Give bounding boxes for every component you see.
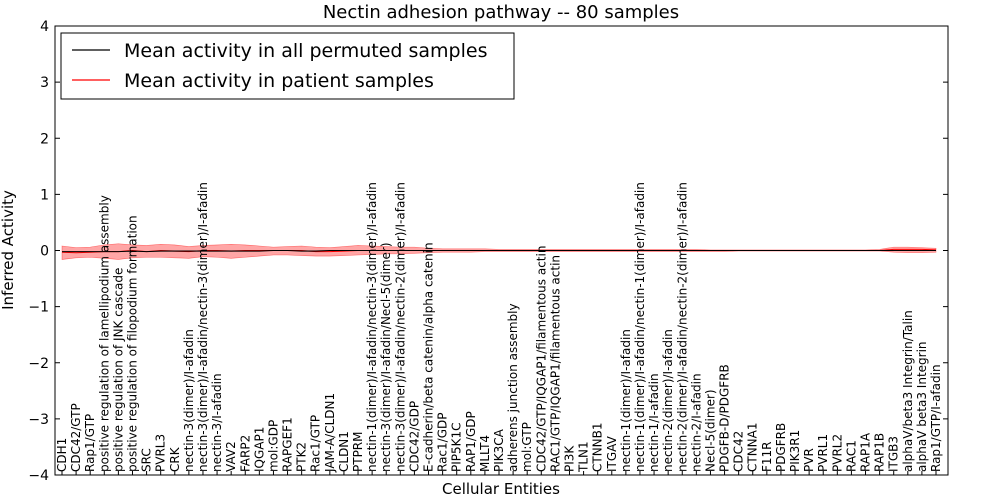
- y-tick-label: 3: [40, 75, 49, 91]
- entity-label: RAP1B: [873, 433, 887, 472]
- entity-label: PTPRM: [351, 432, 365, 473]
- patient-activity-band: [61, 243, 937, 260]
- entity-label: TLN1: [577, 441, 591, 473]
- entity-label: nectin-1/I-afadin: [647, 373, 661, 472]
- y-tick-label: 4: [40, 19, 49, 35]
- entity-label: alphaV/beta3 Integrin/Talin: [901, 310, 915, 472]
- y-tick-label: −4: [28, 468, 49, 484]
- entity-label: SRC: [140, 448, 154, 472]
- entity-label: PVRL1: [816, 434, 830, 472]
- entity-label: CDC42/GDP: [407, 401, 421, 472]
- chart-title: Nectin adhesion pathway -- 80 samples: [323, 2, 679, 23]
- entity-label: positive regulation of filopodium format…: [125, 215, 139, 472]
- entity-label: nectin-1(dimer)/I-afadin/nectin-1(dimer)…: [633, 182, 647, 472]
- line-layer: [61, 248, 937, 254]
- entity-label: E-cadherin/beta catenin/alpha catenin: [422, 242, 436, 472]
- entity-label: nectin-3(dimer)/I-afadin: [182, 329, 196, 472]
- y-axis: 4 3 2 1 0 −1 −2 −3 −4: [28, 19, 948, 484]
- entity-label: CDC42/GTP/IQGAP1/filamentous actin: [534, 246, 548, 472]
- entity-label: Rac1/GTP: [309, 415, 323, 472]
- entity-label: RAC1: [844, 440, 858, 472]
- entity-label: JAM-A/CLDN1: [323, 393, 337, 473]
- entity-label: ITGB3: [887, 436, 901, 472]
- entity-label: positive regulation of JNK cascade: [111, 268, 125, 472]
- entity-label: RAC1/GTP/IQGAP1/filamentous actin: [548, 255, 562, 472]
- entity-label: CTNNA1: [746, 422, 760, 472]
- entity-label: FARP2: [238, 435, 252, 472]
- y-tick-label: 2: [40, 131, 49, 147]
- entity-label: nectin-3(dimer)/I-afadin/nectin-2(dimer)…: [393, 182, 407, 472]
- entity-label: PTK2: [295, 442, 309, 472]
- entity-label: CRK: [168, 446, 182, 472]
- entity-label: CTNNB1: [591, 422, 605, 472]
- entity-label: Rac1/GDP: [436, 413, 450, 472]
- legend: Mean activity in all permuted samples Me…: [60, 32, 515, 100]
- entity-label: nectin-3(dimer)/I-afadin/nectin-3(dimer)…: [196, 182, 210, 472]
- entity-label: nectin-3/I-afadin: [210, 373, 224, 472]
- entity-label: nectin-1(dimer)/I-afadin: [619, 329, 633, 472]
- y-tick-label: −2: [28, 356, 49, 372]
- entity-label: Rap1/GTP: [83, 414, 97, 472]
- legend-label-patient: Mean activity in patient samples: [124, 70, 434, 92]
- entity-label: nectin-2(dimer)/I-afadin/nectin-2(dimer)…: [675, 182, 689, 472]
- entity-label: nectin-3(dimer)/I-afadin/Necl-5(dimer): [379, 242, 393, 472]
- entity-label: CLDN1: [337, 431, 351, 472]
- entity-label: PVRL2: [830, 434, 844, 472]
- entity-label: RAP1A: [859, 432, 873, 472]
- y-tick-label: 1: [40, 187, 49, 203]
- series-line-permuted: [62, 249, 936, 253]
- entity-label: Rap1/GTP/I-afadin: [929, 364, 943, 472]
- entity-label: F11R: [760, 441, 774, 472]
- entity-label: VAV2: [224, 441, 238, 472]
- entity-label: CDC42: [732, 431, 746, 472]
- entity-label: PDGFB-D/PDGFRB: [718, 364, 732, 472]
- entity-label: ITGAV: [605, 435, 619, 472]
- entity-label: positive regulation of lamellipodium ass…: [97, 195, 111, 472]
- y-axis-label: Inferred Activity: [0, 190, 17, 310]
- entity-label: CDH1: [55, 438, 69, 472]
- legend-box: [60, 32, 515, 100]
- entity-label: mol:GDP: [266, 420, 280, 472]
- entity-label: nectin-2(dimer)/I-afadin: [661, 329, 675, 472]
- y-tick-label: 0: [40, 244, 49, 260]
- entity-label: IQGAP1: [252, 427, 266, 472]
- y-tick-label: −3: [28, 412, 49, 428]
- entity-label: PIK3R1: [788, 430, 802, 472]
- entity-label: mol:GTP: [520, 422, 534, 472]
- y-tick-label: −1: [28, 300, 49, 316]
- entity-label: PI3K: [562, 445, 576, 472]
- entity-label: adherens junction assembly: [506, 303, 520, 472]
- entity-label: MLLT4: [478, 435, 492, 472]
- legend-label-permuted: Mean activity in all permuted samples: [124, 40, 487, 62]
- entity-label: nectin-2/I-afadin: [689, 373, 703, 472]
- entity-label: PIP5K1C: [450, 422, 464, 472]
- x-axis-label: Cellular Entities: [442, 480, 560, 498]
- entity-label: alphaV beta3 Integrin: [915, 341, 929, 472]
- band-layer: [61, 243, 937, 260]
- entity-label: Necl-5(dimer): [703, 389, 717, 472]
- entity-label: RAP1/GDP: [464, 411, 478, 472]
- entity-label: PVRL3: [154, 434, 168, 472]
- entity-label: RAPGEF1: [281, 417, 295, 472]
- entity-label: CDC42/GTP: [69, 403, 83, 472]
- entity-label: PDGFRB: [774, 423, 788, 472]
- entity-label: PIK3CA: [492, 428, 506, 472]
- entity-label: nectin-1(dimer)/I-afadin/nectin-3(dimer)…: [365, 182, 379, 472]
- entity-label: PVR: [802, 448, 816, 472]
